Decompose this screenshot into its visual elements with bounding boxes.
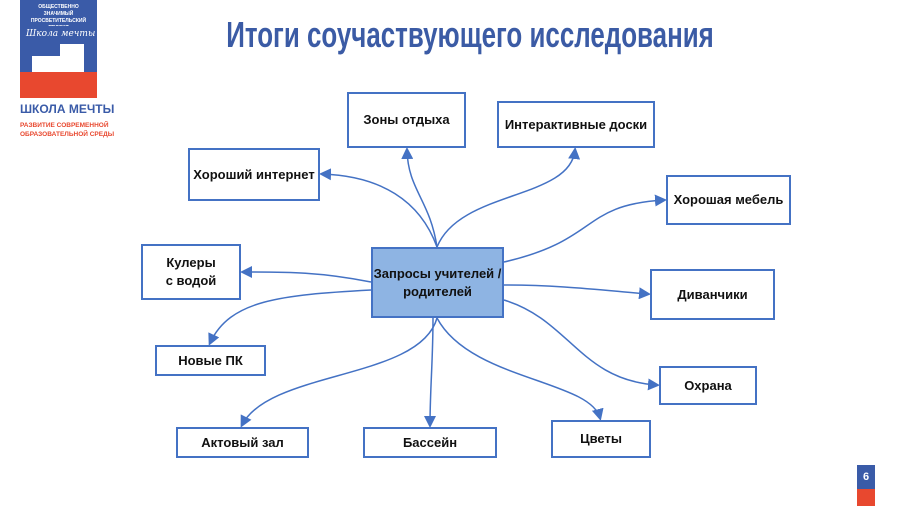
node-assembly-hall: Актовый зал <box>176 427 309 458</box>
node-good-furniture: Хорошая мебель <box>666 175 791 225</box>
brand-subtitle: РАЗВИТИЕ СОВРЕМЕННОЙ ОБРАЗОВАТЕЛЬНОЙ СРЕ… <box>20 122 115 138</box>
center-node: Запросы учителей / родителей <box>371 247 504 318</box>
connector <box>503 299 660 391</box>
node-new-pcs: Новые ПК <box>155 345 266 376</box>
brand-name: ШКОЛА МЕЧТЫ <box>20 102 115 116</box>
connector <box>436 317 604 421</box>
project-logo: ОБЩЕСТВЕННО ЗНАЧИМЫЙ ПРОСВЕТИТЕЛЬСКИЙ ПР… <box>20 0 97 98</box>
connector <box>503 194 667 263</box>
node-water-coolers: Кулеры с водой <box>141 244 241 300</box>
page-number-accent <box>857 489 875 506</box>
node-sofas: Диванчики <box>650 269 775 320</box>
connector <box>424 317 437 428</box>
node-security: Охрана <box>659 366 757 405</box>
connector <box>436 147 581 248</box>
node-good-internet: Хороший интернет <box>188 148 320 201</box>
connector <box>240 317 438 428</box>
connector <box>240 266 372 283</box>
slide-title: Итоги соучаствующего исследования <box>226 14 714 55</box>
connector <box>208 289 372 346</box>
connector <box>503 284 651 300</box>
node-pool: Бассейн <box>363 427 497 458</box>
node-rest-zones: Зоны отдыха <box>347 92 466 148</box>
connector <box>401 147 438 248</box>
logo-building <box>60 44 84 72</box>
node-interactive-boards: Интерактивные доски <box>497 101 655 148</box>
node-flowers: Цветы <box>551 420 651 458</box>
logo-band <box>20 72 97 98</box>
connector <box>319 168 438 248</box>
logo-script: Школа мечты <box>26 29 96 39</box>
page-number: 6 <box>857 465 875 489</box>
logo-top-text: ОБЩЕСТВЕННО ЗНАЧИМЫЙ ПРОСВЕТИТЕЛЬСКИЙ ПР… <box>30 4 87 26</box>
